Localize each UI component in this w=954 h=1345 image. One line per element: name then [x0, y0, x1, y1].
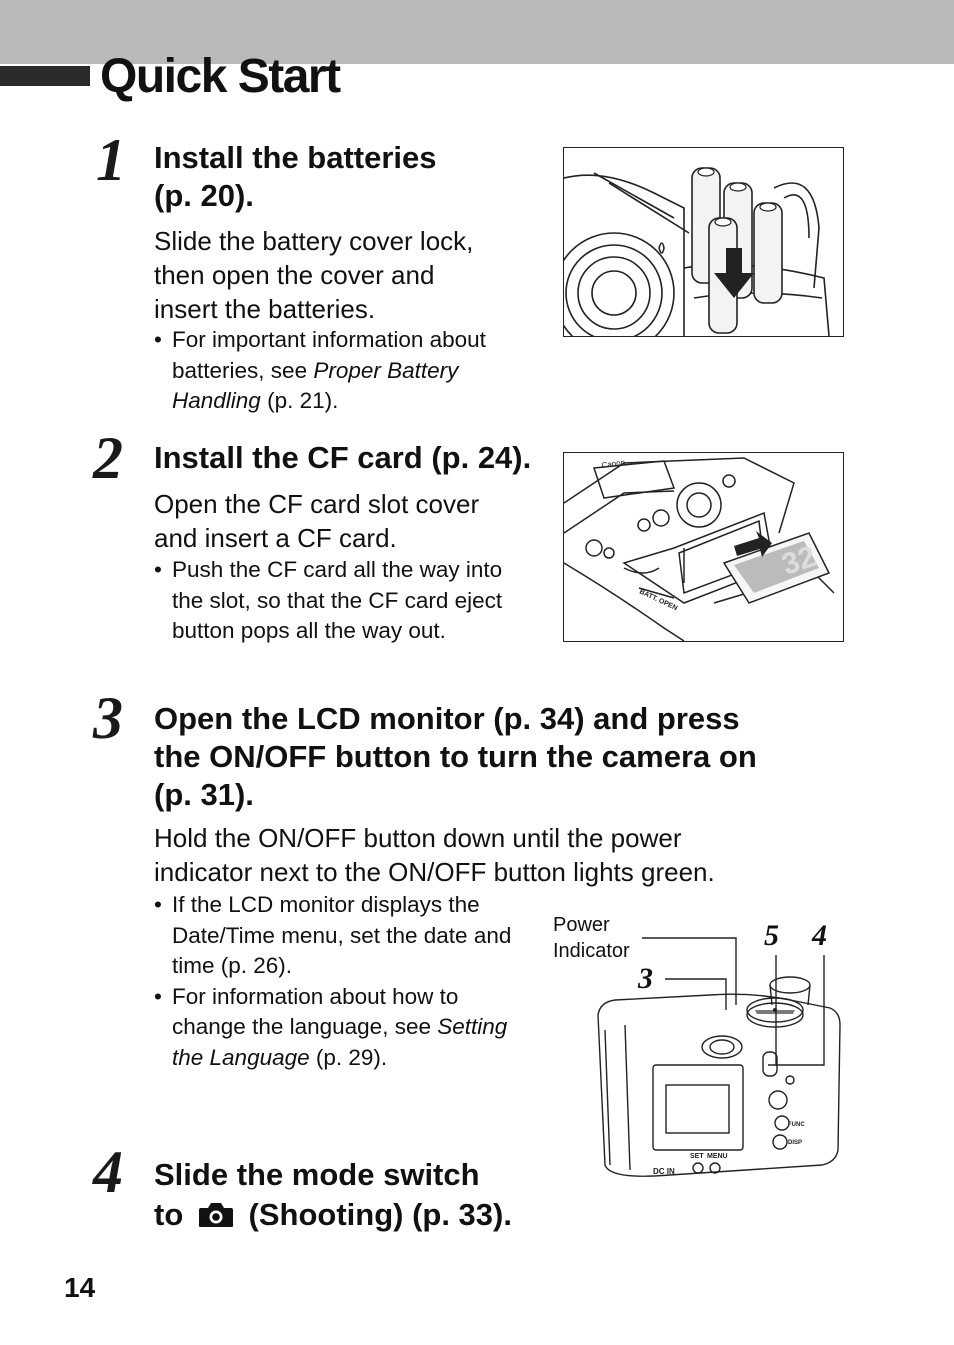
- page-number: 14: [64, 1272, 96, 1303]
- func-label: FUNC: [788, 1122, 805, 1128]
- step-1-body-line: Slide the battery cover lock,: [154, 226, 474, 256]
- step-1-body-line: then open the cover and: [154, 260, 435, 290]
- step-1-heading: Install the batteries (p. 20).: [154, 139, 437, 215]
- step-1-body: Slide the battery cover lock, then open …: [154, 224, 473, 326]
- battery-drawing: [564, 167, 830, 336]
- step-3-bullet-date-time: If the LCD monitor displays the Date/Tim…: [154, 890, 514, 982]
- step-4-heading: Slide the mode switch to (Shooting) (p. …: [154, 1155, 512, 1235]
- link-setting-the-language: Setting the Language: [172, 1014, 508, 1070]
- step-1-bullet: For important information about batterie…: [154, 325, 499, 417]
- callout-4: 4: [812, 919, 827, 952]
- disp-label: DISP: [788, 1140, 802, 1146]
- step-number-1: 1: [96, 127, 126, 193]
- step-3-body: Hold the ON/OFF button down until the po…: [154, 821, 715, 889]
- camera-back-illustration: DC IN SET MENU FUNC DISP: [597, 937, 841, 1177]
- menu-label: MENU: [707, 1153, 728, 1160]
- cf-card-illustration: 32 Canon BATT. OPEN: [563, 452, 844, 642]
- step-1-heading-line1: Install the batteries: [154, 140, 437, 175]
- step-3-heading: Open the LCD monitor (p. 34) and press t…: [154, 700, 757, 814]
- dc-in-label: DC IN: [653, 1167, 675, 1176]
- step-3-body-line: indicator next to the ON/OFF button ligh…: [154, 857, 715, 887]
- step-3-bullet-language: For information about how to change the …: [154, 982, 514, 1074]
- step-3-heading-line: (p. 31).: [154, 777, 254, 812]
- link-proper-battery-handling: Proper Battery Handling: [172, 357, 459, 414]
- title-accent-bar: [0, 66, 90, 86]
- page-title: Quick Start: [100, 50, 341, 103]
- step-2-body-line: Open the CF card slot cover: [154, 489, 480, 519]
- step-3-heading-line: Open the LCD monitor (p. 34) and press: [154, 701, 740, 736]
- header-band: [0, 0, 954, 64]
- step-2-heading: Install the CF card (p. 24).: [154, 440, 532, 475]
- step-1-body-line: insert the batteries.: [154, 294, 376, 324]
- step-3-bullets: If the LCD monitor displays the Date/Tim…: [154, 890, 514, 1073]
- step-number-4: 4: [93, 1139, 123, 1205]
- step-2-body-line: and insert a CF card.: [154, 523, 397, 553]
- step-number-2: 2: [93, 425, 123, 491]
- step-4-heading-line2: to (Shooting) (p. 33).: [154, 1197, 512, 1232]
- set-label: SET: [690, 1153, 704, 1160]
- step-1-heading-line2: (p. 20).: [154, 178, 254, 213]
- callout-5: 5: [764, 919, 779, 952]
- step-2-bullet: Push the CF card all the way into the sl…: [154, 555, 514, 647]
- batt-open-label: BATT. OPEN: [638, 588, 678, 612]
- step-3-heading-line: the ON/OFF button to turn the camera on: [154, 739, 757, 774]
- step-4-heading-line1: Slide the mode switch: [154, 1157, 480, 1192]
- step-3-body-line: Hold the ON/OFF button down until the po…: [154, 823, 682, 853]
- step-1-bullets: For important information about batterie…: [154, 325, 499, 417]
- step-2-body: Open the CF card slot cover and insert a…: [154, 487, 479, 555]
- camera-icon: [198, 1203, 233, 1227]
- canon-brand-label: Canon: [601, 458, 626, 470]
- battery-illustration: [563, 147, 844, 337]
- power-indicator-label: Power Indicator: [553, 914, 630, 962]
- cf-card-drawing: 32 Canon BATT. OPEN: [564, 457, 835, 641]
- step-number-3: 3: [93, 685, 123, 751]
- step-2-bullets: Push the CF card all the way into the sl…: [154, 555, 514, 647]
- callout-3: 3: [638, 962, 653, 995]
